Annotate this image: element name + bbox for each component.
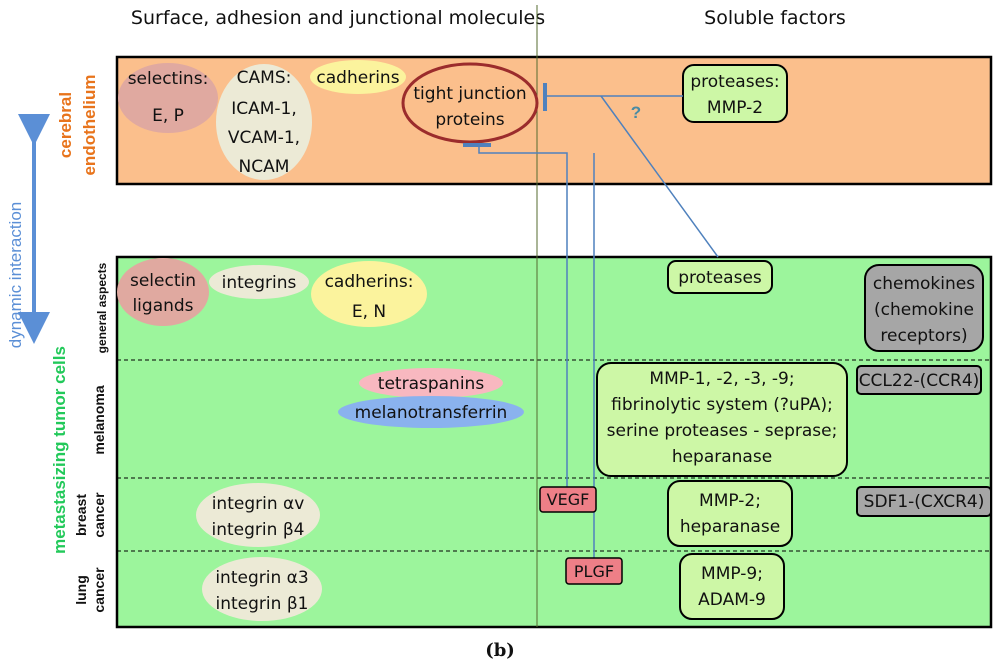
integrin-a3-b1-ellipse: [202, 557, 322, 621]
melanotransferrin-label: melanotransferrin: [355, 403, 508, 423]
selectins-label-line2: E, P: [152, 106, 184, 126]
ccl22-box: [856, 365, 982, 395]
tight-junction-label-line2: proteins: [435, 110, 504, 130]
melanoma-mmp-label-line1: MMP-1, -2, -3, -9;: [649, 369, 794, 389]
melanotransferrin-ellipse: [338, 396, 524, 428]
plgf-box: [565, 557, 623, 585]
integrin-a3-label: integrin α3: [215, 568, 308, 588]
lung-mmp-box: [679, 553, 785, 620]
breast-mmp-label-line1: MMP-2;: [699, 491, 761, 511]
cadherins-ellipse: [310, 60, 406, 94]
integrin-av-label: integrin αv: [212, 494, 305, 514]
question-mark: ?: [631, 103, 641, 122]
row-label-lung-line2: cancer: [91, 567, 107, 613]
proteases-link-line: [600, 95, 719, 258]
selectin-ligands-label-line2: ligands: [132, 296, 193, 316]
dynamic-interaction-label: dynamic interaction: [6, 202, 25, 348]
melanoma-mmp-box: [596, 362, 848, 477]
header-soluble-factors: Soluble factors: [704, 7, 846, 29]
integrin-b1-label: integrin β1: [216, 594, 309, 614]
tight-junction-label-line1: tight junction: [413, 84, 526, 104]
cams-ellipse: [216, 64, 312, 180]
breast-mmp-label-line2: heparanase: [680, 517, 780, 537]
plgf-label: PLGF: [574, 562, 614, 581]
selectins-ellipse: [118, 63, 218, 133]
cams-label-line4: NCAM: [239, 157, 290, 177]
cadherins-en-ellipse: [311, 261, 427, 327]
breast-mmp-box: [667, 480, 793, 547]
sdf1-label: SDF1-(CXCR4): [864, 492, 985, 512]
cadherins-en-label-line2: E, N: [352, 302, 386, 322]
chemokines-label-line3: receptors): [880, 326, 967, 346]
endothelium-label-line2: endothelium: [80, 74, 99, 175]
cams-label-line2: ICAM-1,: [231, 99, 297, 119]
selectin-ligands-ellipse: [117, 258, 209, 326]
cams-label-line1: CAMS:: [237, 68, 292, 88]
sdf1-box: [856, 486, 992, 517]
melanoma-mmp-label-line4: heparanase: [672, 447, 772, 467]
tetraspanins-label: tetraspanins: [378, 374, 485, 394]
figure-caption: (b): [485, 640, 515, 661]
proteases-mmp2-label-line1: proteases:: [690, 72, 779, 92]
proteases-label: proteases: [678, 268, 762, 288]
header-surface-molecules: Surface, adhesion and junctional molecul…: [131, 7, 545, 29]
lung-mmp-label-line1: MMP-9;: [701, 564, 763, 584]
proteases-mmp2-box: [682, 64, 788, 123]
cams-label-line3: VCAM-1,: [228, 128, 300, 148]
integrins-label: integrins: [222, 273, 297, 293]
cadherins-en-label-line1: cadherins:: [325, 272, 414, 292]
row-label-general: general aspects: [95, 262, 109, 353]
row-label-melanoma: melanoma: [91, 385, 107, 454]
integrins-ellipse: [209, 265, 309, 299]
vegf-label: VEGF: [547, 490, 590, 509]
vegf-box: [539, 486, 597, 513]
row-label-breast-line2: cancer: [91, 492, 107, 538]
proteases-box: [667, 260, 773, 294]
tetraspanins-ellipse: [359, 368, 503, 398]
melanoma-mmp-label-line2: fibrinolytic system (?uPA);: [611, 395, 833, 415]
chemokines-box: [864, 264, 984, 352]
chemokines-label-line1: chemokines: [873, 274, 975, 294]
ccl22-label: CCL22-(CCR4): [859, 371, 980, 391]
melanoma-mmp-label-line3: serine proteases - seprase;: [607, 421, 838, 441]
tumor-cells-label: metastasizing tumor cells: [50, 346, 69, 554]
integrin-b4-label: integrin β4: [212, 520, 305, 540]
row-label-breast-line1: breast: [73, 494, 89, 536]
proteases-mmp2-label-line2: MMP-2: [707, 98, 763, 118]
vegf-inhibition-line: [478, 147, 568, 487]
selectins-label-line1: selectins:: [128, 69, 209, 89]
tight-junction-ellipse: [401, 62, 539, 144]
row-label-lung-line1: lung: [73, 575, 89, 605]
chemokines-label-line2: (chemokine: [874, 300, 974, 320]
selectin-ligands-label-line1: selectin: [130, 271, 196, 291]
lung-mmp-label-line2: ADAM-9: [698, 590, 766, 610]
cadherins-label: cadherins: [316, 68, 399, 88]
integrin-av-b4-ellipse: [196, 483, 320, 547]
endothelium-label-line1: cerebral: [56, 92, 75, 158]
